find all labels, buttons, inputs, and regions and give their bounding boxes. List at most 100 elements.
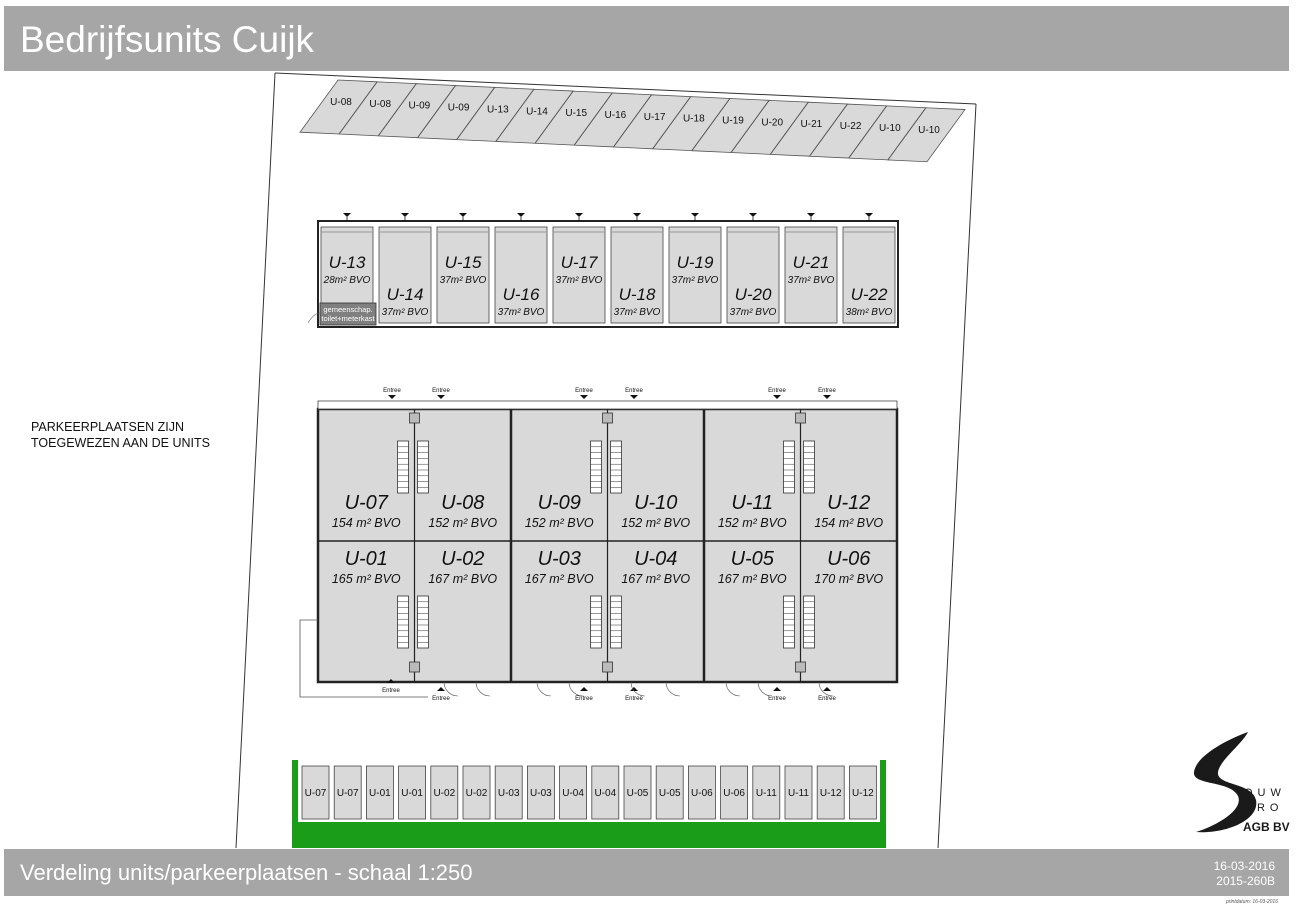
door-swing [665,681,681,697]
shaft [409,661,420,673]
unit-area: 154 m² BVO [814,516,883,530]
parking-space [887,107,966,163]
entrance-label: Entree [818,696,836,702]
parking-space [462,765,491,820]
entrance-marker [807,213,815,217]
unit-area: 37m² BVO [672,275,719,286]
unit-number: U-16 [503,285,540,304]
staircase [803,440,815,494]
entrance-marker [773,395,781,399]
parking-space [623,765,652,820]
parking-label: U-04 [594,788,616,799]
door-swing [757,681,773,697]
shaft [602,661,613,673]
door-swing [475,681,491,697]
unit-number: U-21 [793,253,830,272]
company-logo: OUW URO AGB BV [1193,732,1290,834]
logo-line3: AGB BV [1243,820,1290,834]
parking-space [333,765,362,820]
unit-area: 165 m² BVO [332,572,401,586]
entrance-marker [823,395,831,399]
unit-number: U-06 [827,548,871,570]
unit-number: U-01 [345,548,388,570]
unit-number: U-14 [387,285,424,304]
unit-area: 37m² BVO [556,275,603,286]
parking-space [655,765,684,820]
entrance-label: Entree [768,696,786,702]
parking-note: PARKEERPLAATSEN ZIJN TOEGEWEZEN AAN DE U… [31,419,210,451]
terrace-outline [299,619,428,698]
staircase [397,440,409,494]
door-swing [536,681,552,697]
unit-number: U-03 [538,548,581,570]
title-bar: Bedrijfsunits Cuijk [4,6,1289,71]
parking-space [591,765,620,820]
entrance-marker [633,213,641,217]
entrance-marker [437,395,445,399]
staircase [783,440,795,494]
parking-label: U-06 [723,788,745,799]
entrance-marker [823,687,831,691]
unit-area: 154 m² BVO [332,516,401,530]
parking-space [494,765,523,820]
parking-label: U-13 [487,104,509,115]
entrance-label: Entree [625,696,643,702]
small-unit-room [494,226,548,324]
entrance-marker [580,687,588,691]
small-unit-room [378,226,432,324]
print-date: printdatum: 16-03-2016 [1226,899,1278,905]
unit-number: U-12 [827,492,870,514]
entrance-marker [691,213,699,217]
parking-label: U-12 [852,788,874,799]
unit-area: 152 m² BVO [718,516,787,530]
parking-label: U-07 [337,788,359,799]
door-swing [568,681,584,697]
entrance-marker [517,213,525,217]
small-unit-room [726,226,780,324]
entrance-marker [865,213,873,217]
entrance-marker [773,687,781,691]
door-swing [307,312,321,324]
parking-space [720,765,748,820]
staircase [610,440,622,494]
parking-label: U-03 [498,788,520,799]
unit-number: U-09 [538,492,581,514]
unit-number: U-02 [441,548,484,570]
entrance-label: Entree [625,388,643,394]
entrance-marker [630,687,638,691]
unit-number: U-10 [634,492,677,514]
logo-swoosh [1193,732,1257,833]
parking-label: U-16 [605,110,627,121]
entrance-label: Entree [818,388,836,394]
small-unit-room [552,226,606,324]
parking-space [301,765,330,820]
small-unit-room [610,226,664,324]
parking-label: U-05 [627,788,649,799]
shared-room-line2: toilet+meterkast [321,314,375,323]
drawing-date: 16-03-2016 [1213,859,1275,873]
parking-label: U-15 [565,108,587,119]
unit-number: U-15 [445,253,482,272]
parking-label: U-02 [466,788,488,799]
shaft [795,661,806,673]
parking-label: U-08 [369,99,391,110]
entrance-marker [388,395,396,399]
unit-number: U-05 [731,548,775,570]
staircase [417,440,429,494]
parking-label: U-14 [526,106,548,117]
staircase [417,595,429,649]
unit-number: U-20 [735,285,772,304]
parking-label: U-10 [879,123,901,134]
entrance-label: Entree [575,388,593,394]
unit-number: U-04 [634,548,677,570]
unit-area: 28m² BVO [323,275,371,286]
unit-number: U-18 [619,285,656,304]
staircase [803,595,815,649]
unit-number: U-17 [561,253,598,272]
parking-label: U-12 [820,788,842,799]
entrance-marker [343,213,351,217]
unit-number: U-22 [851,285,888,304]
unit-area: 37m² BVO [614,307,661,318]
staircase [783,595,795,649]
entrance-marker [387,679,395,683]
